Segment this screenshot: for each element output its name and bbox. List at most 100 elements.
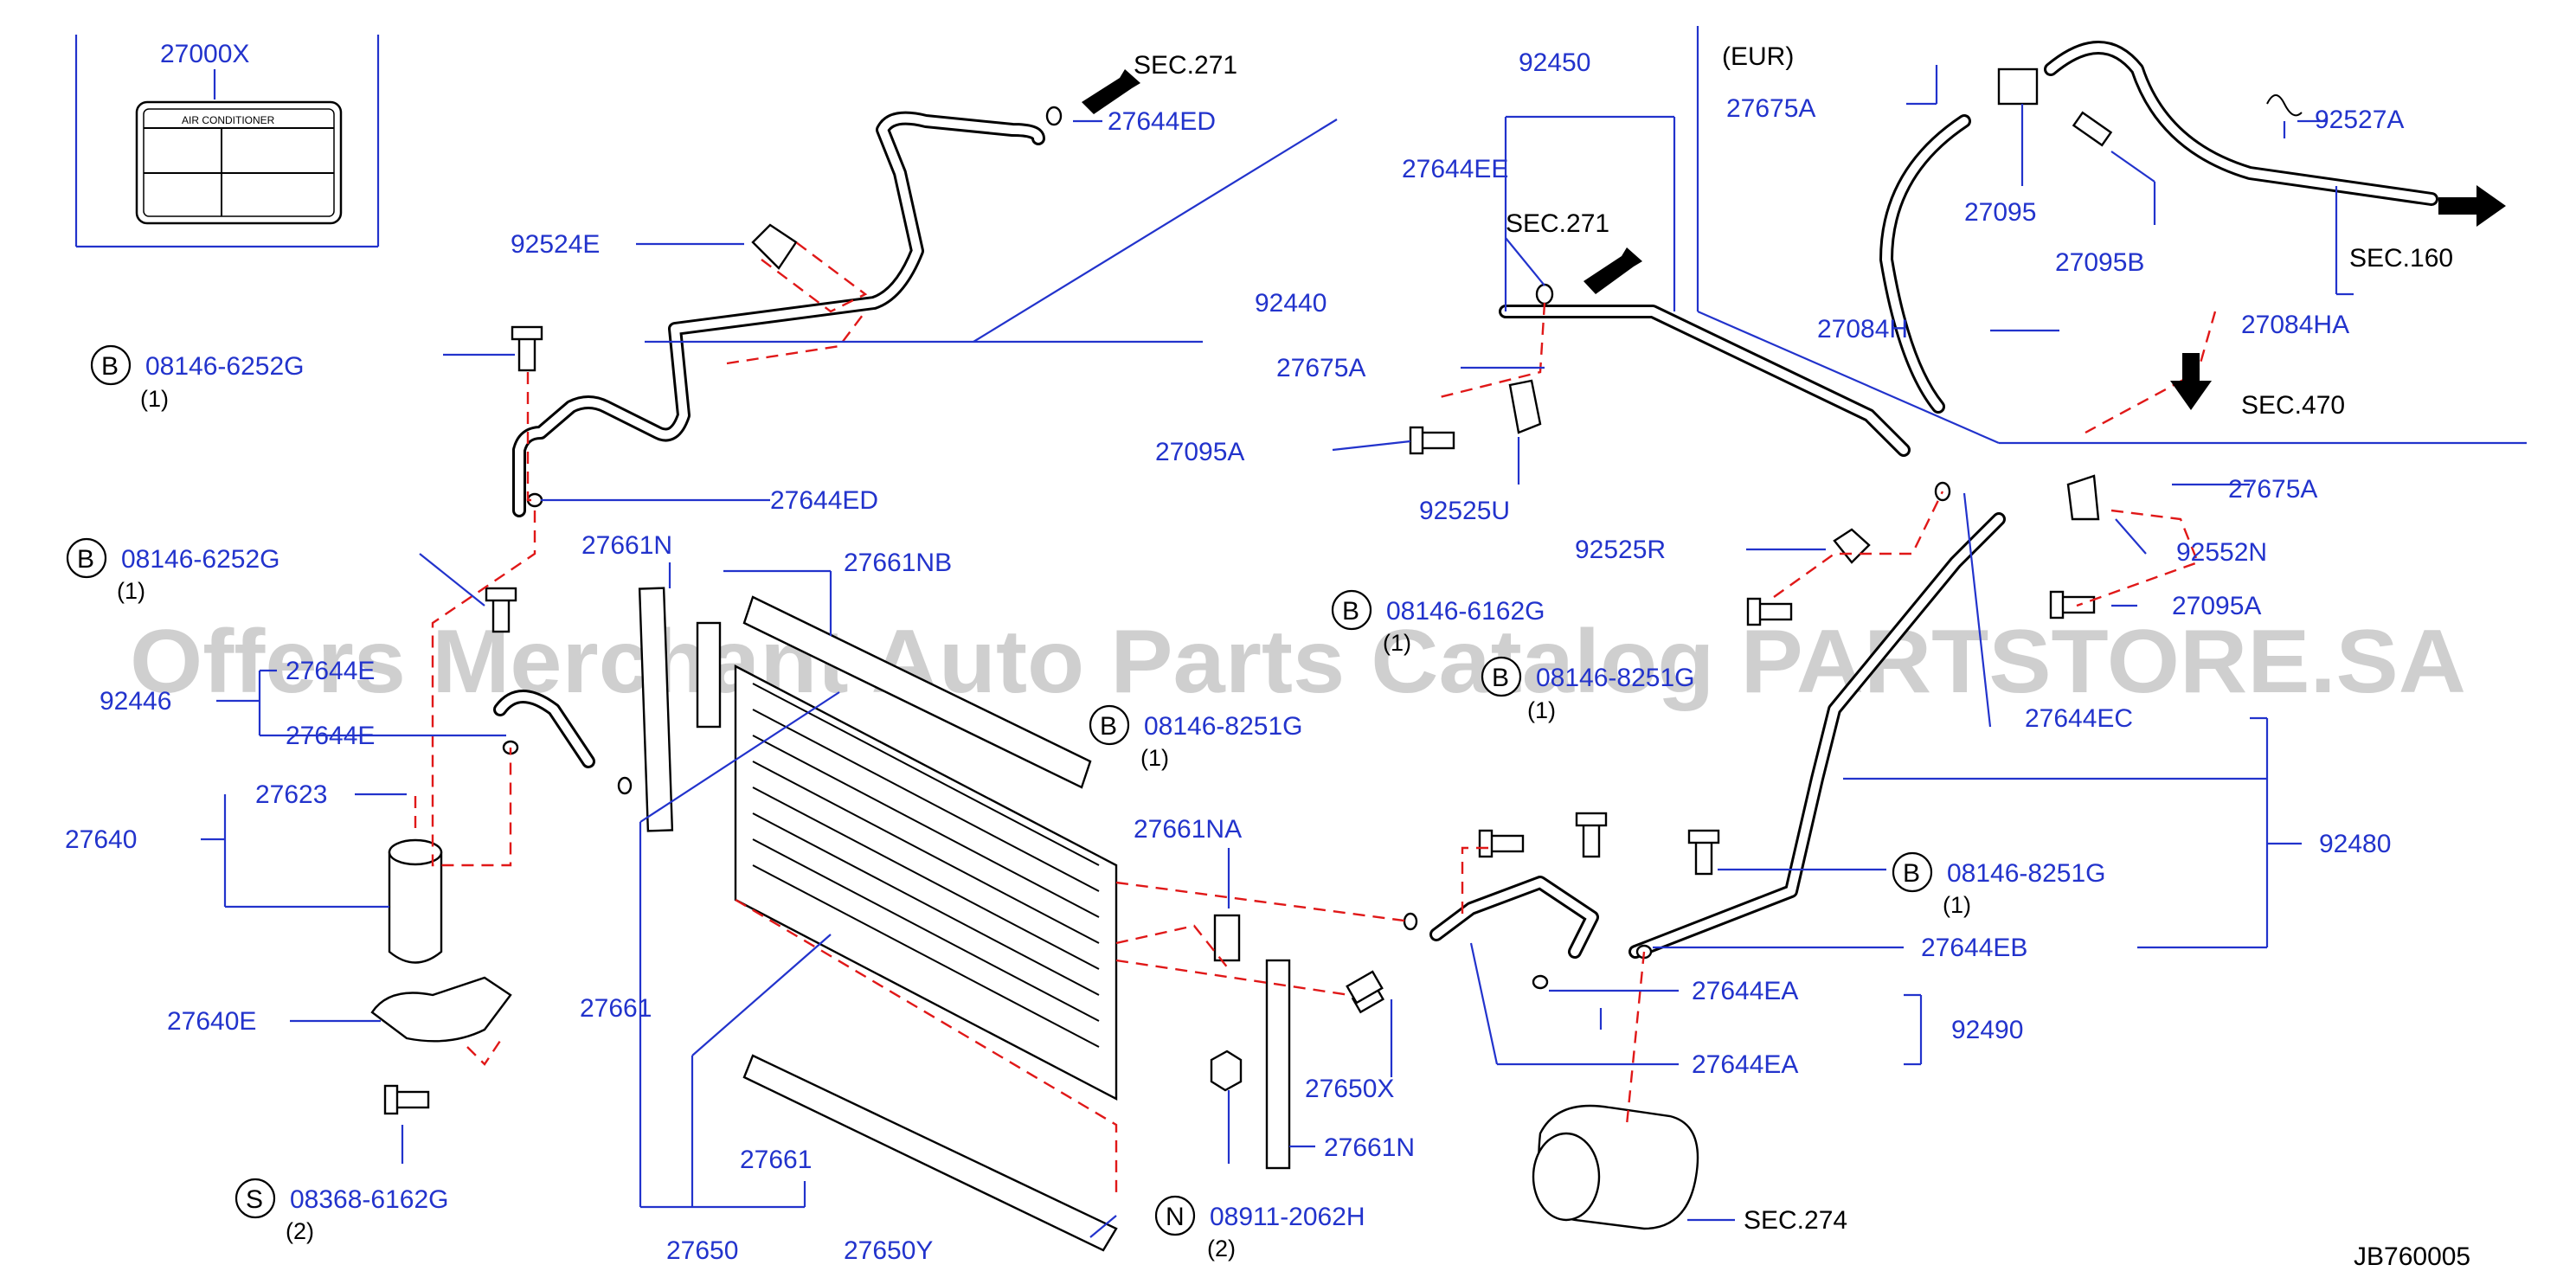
- bolt-icon[interactable]: [2049, 590, 2096, 620]
- part-92552N[interactable]: 92552N: [2176, 538, 2267, 567]
- bolt-icon[interactable]: [1409, 426, 1455, 455]
- o-ring-icon[interactable]: [1535, 283, 1554, 305]
- part-27675A-mid[interactable]: 27675A: [1276, 354, 1365, 382]
- o-ring-icon[interactable]: [617, 776, 633, 795]
- sec-470-label[interactable]: SEC.470: [2241, 391, 2345, 420]
- valve-27095[interactable]: [1997, 67, 2039, 106]
- part-27095[interactable]: 27095: [1964, 198, 2036, 227]
- switch-27650X[interactable]: [1346, 970, 1384, 1005]
- seal-27661-lower[interactable]: [742, 1054, 1118, 1252]
- part-labels: SEC.271 27644ED 92524E 92440 27644ED 276…: [65, 48, 2470, 1271]
- pipe-92450[interactable]: [1499, 305, 1911, 457]
- o-ring-icon[interactable]: [1403, 912, 1418, 931]
- seal-27661N-top[interactable]: [638, 587, 674, 832]
- part-27661-bot[interactable]: 27661: [740, 1146, 812, 1174]
- part-27640E[interactable]: 27640E: [167, 1007, 256, 1036]
- seal-27661N-bottom[interactable]: [1265, 959, 1291, 1170]
- part-27661-mid[interactable]: 27661: [580, 994, 652, 1023]
- bolt-icon[interactable]: [1687, 829, 1720, 876]
- hose-27084HA[interactable]: [2044, 41, 2438, 206]
- seal-27661-upper[interactable]: [742, 595, 1092, 789]
- compressor-icon[interactable]: [1532, 1104, 1699, 1230]
- part-92480[interactable]: 92480: [2319, 830, 2391, 858]
- part-27084H[interactable]: 27084H: [1817, 315, 1908, 343]
- part-92525R[interactable]: 92525R: [1575, 536, 1666, 564]
- hose-27084H[interactable]: [1879, 114, 1971, 414]
- fastener-part-no: 08911-2062H: [1210, 1203, 1365, 1231]
- part-27644EC[interactable]: 27644EC: [2025, 704, 2133, 733]
- part-27661NB[interactable]: 27661NB: [844, 549, 952, 577]
- fastener-callout[interactable]: B 08146-8251G (1): [1892, 851, 2106, 918]
- part-27644EA-b[interactable]: 27644EA: [1692, 1050, 1798, 1079]
- bolt-icon[interactable]: [485, 587, 517, 633]
- fastener-callout[interactable]: B 08146-6252G (1): [90, 344, 305, 412]
- part-92527A[interactable]: 92527A: [2315, 106, 2404, 134]
- part-27644ED-top[interactable]: 27644ED: [1108, 107, 1216, 136]
- clip-icon[interactable]: [2066, 474, 2100, 521]
- fastener-callout[interactable]: B 08146-6252G (1): [66, 537, 280, 604]
- condenser-icon[interactable]: [734, 664, 1118, 1101]
- part-27661N-bot[interactable]: 27661N: [1324, 1133, 1415, 1162]
- part-27000X[interactable]: 27000X: [160, 40, 249, 68]
- part-27644E-b[interactable]: 27644E: [286, 722, 375, 750]
- arrow-down-icon: [2170, 353, 2212, 410]
- fastener-callout[interactable]: B 08146-6162G (1): [1331, 589, 1545, 656]
- nut-icon[interactable]: [1210, 1050, 1243, 1092]
- part-27644ED-mid[interactable]: 27644ED: [770, 486, 878, 515]
- part-27675A-eur[interactable]: 27675A: [1726, 94, 1815, 123]
- bolt-icon[interactable]: [1746, 597, 1793, 626]
- part-27095A-right[interactable]: 27095A: [2172, 592, 2261, 620]
- clip-icon[interactable]: [1833, 528, 1871, 564]
- watermark-text: Offers Merchant Auto Parts Catalog PARTS…: [130, 612, 2466, 712]
- sec-274-label[interactable]: SEC.274: [1744, 1206, 1847, 1235]
- bolt-icon[interactable]: [1478, 829, 1525, 858]
- bolt-icon[interactable]: [2072, 111, 2113, 147]
- part-92446[interactable]: 92446: [100, 687, 171, 716]
- part-92490[interactable]: 92490: [1951, 1016, 2023, 1044]
- part-27661NA[interactable]: 27661NA: [1134, 815, 1242, 844]
- bolt-icon[interactable]: [511, 325, 543, 372]
- seal-27661NB[interactable]: [696, 621, 722, 729]
- sec-160-label[interactable]: SEC.160: [2349, 244, 2453, 273]
- part-27095B[interactable]: 27095B: [2055, 248, 2144, 277]
- pipe-92446[interactable]: [493, 690, 595, 768]
- part-27650[interactable]: 27650: [666, 1236, 738, 1265]
- part-92524E[interactable]: 92524E: [511, 230, 600, 259]
- o-ring-icon[interactable]: [1045, 106, 1063, 126]
- part-27644EE[interactable]: 27644EE: [1402, 155, 1508, 183]
- receiver-drier-icon[interactable]: [388, 838, 443, 964]
- part-27675A-right[interactable]: 27675A: [2228, 475, 2317, 504]
- sensor-92527A[interactable]: [2266, 94, 2303, 117]
- sec-271-label-mid[interactable]: SEC.271: [1506, 209, 1609, 238]
- bolt-icon[interactable]: [383, 1084, 430, 1115]
- seal-27661NA[interactable]: [1213, 914, 1241, 962]
- part-27644EA-a[interactable]: 27644EA: [1692, 977, 1798, 1005]
- part-27623[interactable]: 27623: [255, 780, 327, 809]
- part-92440[interactable]: 92440: [1255, 289, 1327, 318]
- part-27084HA[interactable]: 27084HA: [2241, 311, 2349, 339]
- fastener-callout[interactable]: N 08911-2062H (2): [1154, 1195, 1365, 1262]
- part-27661N-top[interactable]: 27661N: [581, 531, 672, 560]
- part-27644E-a[interactable]: 27644E: [286, 657, 375, 685]
- o-ring-icon[interactable]: [1532, 974, 1549, 990]
- pipe-92480[interactable]: [1628, 512, 2006, 959]
- part-27095A-mid[interactable]: 27095A: [1155, 438, 1244, 466]
- arrow-right-icon: [1082, 69, 1140, 114]
- clip-icon[interactable]: [751, 223, 798, 270]
- fastener-callout[interactable]: B 08146-8251G (1): [1089, 704, 1303, 771]
- pipe-92490[interactable]: [1429, 876, 1599, 959]
- clip-icon[interactable]: [1508, 379, 1542, 434]
- part-27644EB[interactable]: 27644EB: [1921, 934, 2027, 962]
- part-92525U[interactable]: 92525U: [1419, 497, 1510, 525]
- sec-271-label-top[interactable]: SEC.271: [1134, 51, 1237, 80]
- bolt-icon[interactable]: [1575, 812, 1608, 858]
- fastener-callout[interactable]: B 08146-8251G (1): [1481, 656, 1695, 723]
- fastener-part-no: 08146-8251G: [1947, 859, 2106, 888]
- part-27640[interactable]: 27640: [65, 825, 137, 854]
- pipe-92440[interactable]: [512, 111, 1045, 517]
- part-92450[interactable]: 92450: [1519, 48, 1590, 77]
- part-27650X[interactable]: 27650X: [1305, 1075, 1394, 1103]
- part-27650Y[interactable]: 27650Y: [844, 1236, 933, 1265]
- fastener-callout[interactable]: S 08368-6162G (2): [234, 1178, 449, 1244]
- bracket-27640E[interactable]: [370, 976, 512, 1043]
